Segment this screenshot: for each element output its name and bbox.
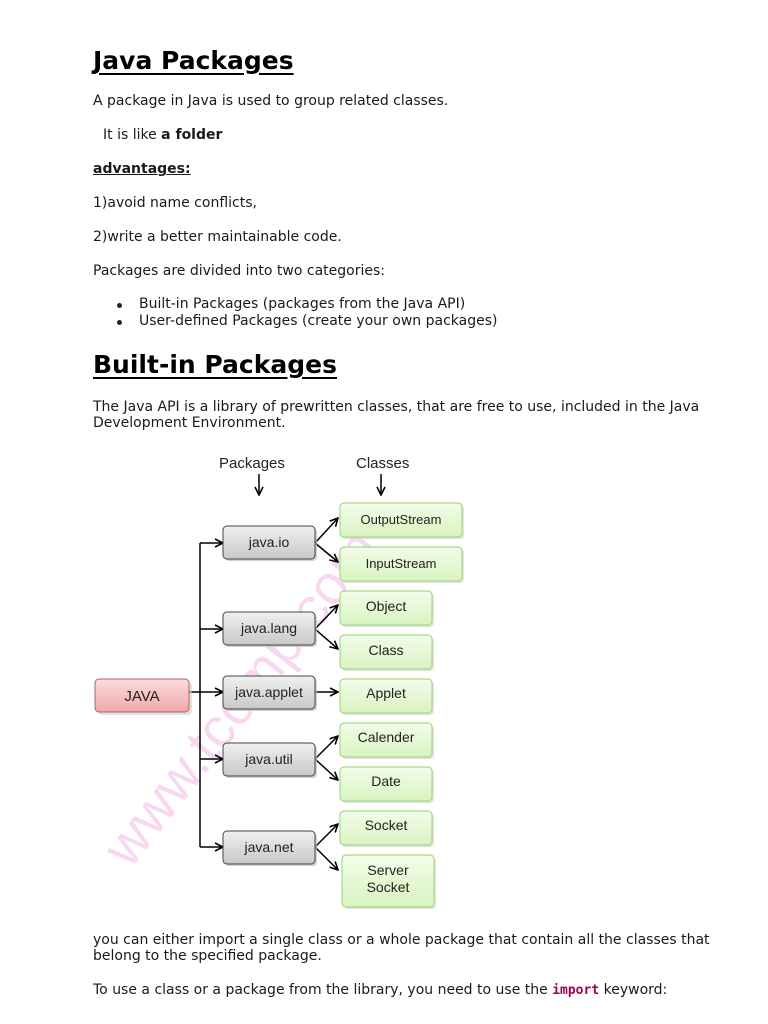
- package-node-io: java.io: [222, 525, 317, 561]
- usage-prefix: To use a class or a package from the lib…: [93, 982, 553, 998]
- packages-header: Packages: [219, 455, 285, 472]
- class-label: Applet: [366, 685, 406, 701]
- root-label: JAVA: [124, 688, 159, 705]
- usage-suffix: keyword:: [599, 982, 668, 998]
- package-label: java.io: [248, 534, 290, 550]
- class-node: Calender: [339, 722, 434, 759]
- folder-prefix: It is like: [103, 127, 162, 143]
- import-keyword: import: [552, 983, 600, 998]
- class-node: Object: [339, 590, 434, 627]
- builtin-heading: Built-in Packages: [93, 350, 337, 379]
- class-node: Date: [339, 766, 434, 803]
- advantages-heading: advantages:: [93, 161, 191, 177]
- class-label: Date: [371, 773, 401, 789]
- class-label: Server: [367, 862, 409, 878]
- intro-text: A package in Java is used to group relat…: [93, 93, 449, 109]
- list-item: Built-in Packages (packages from the Jav…: [93, 296, 497, 313]
- class-node: Server Socket: [341, 854, 436, 909]
- package-node-util: java.util: [222, 742, 317, 778]
- class-node: InputStream: [339, 546, 464, 583]
- usage-line: To use a class or a package from the lib…: [93, 982, 667, 999]
- arrow: [314, 758, 338, 780]
- arrow: [314, 518, 338, 544]
- arrow: [314, 542, 338, 562]
- folder-bold: a folder: [161, 127, 223, 143]
- package-node-lang: java.lang: [222, 611, 317, 647]
- package-label: java.util: [244, 751, 292, 767]
- root-node: JAVA: [94, 678, 192, 715]
- class-label: Object: [366, 598, 407, 614]
- class-label: Socket: [367, 879, 410, 895]
- class-node: Applet: [339, 678, 434, 715]
- package-label: java.lang: [240, 620, 297, 636]
- class-node: OutputStream: [339, 502, 464, 539]
- class-label: Calender: [358, 729, 415, 745]
- package-node-net: java.net: [222, 830, 317, 866]
- arrow: [314, 846, 338, 870]
- class-label: Class: [368, 642, 403, 658]
- class-node: Class: [339, 634, 434, 671]
- builtin-desc-line1: The Java API is a library of prewritten …: [93, 399, 700, 415]
- arrow: [314, 824, 338, 848]
- package-label: java.net: [243, 839, 293, 855]
- categories-list: Built-in Packages (packages from the Jav…: [93, 296, 497, 330]
- folder-line: It is like a folder: [103, 127, 222, 144]
- advantage-item: 2)write a better maintainable code.: [93, 229, 342, 245]
- arrow: [314, 605, 338, 630]
- class-label: InputStream: [366, 556, 437, 571]
- advantage-item: 1)avoid name conflicts,: [93, 195, 257, 211]
- import-para-line2: belong to the specified package.: [93, 948, 322, 964]
- class-node: Socket: [339, 810, 434, 847]
- package-label: java.applet: [234, 684, 303, 700]
- import-para-line1: you can either import a single class or …: [93, 932, 710, 948]
- arrow: [314, 736, 338, 760]
- class-label: OutputStream: [361, 512, 442, 527]
- list-item: User-defined Packages (create your own p…: [93, 313, 497, 330]
- package-node-applet: java.applet: [222, 675, 317, 711]
- packages-diagram: www.tcomp.com Packages Classes JAVA java…: [89, 455, 464, 909]
- builtin-desc-line2: Development Environment.: [93, 415, 286, 431]
- class-label: Socket: [365, 817, 408, 833]
- arrow: [314, 628, 338, 649]
- page-title: Java Packages: [93, 46, 294, 75]
- classes-header: Classes: [356, 455, 409, 472]
- categories-intro: Packages are divided into two categories…: [93, 263, 385, 279]
